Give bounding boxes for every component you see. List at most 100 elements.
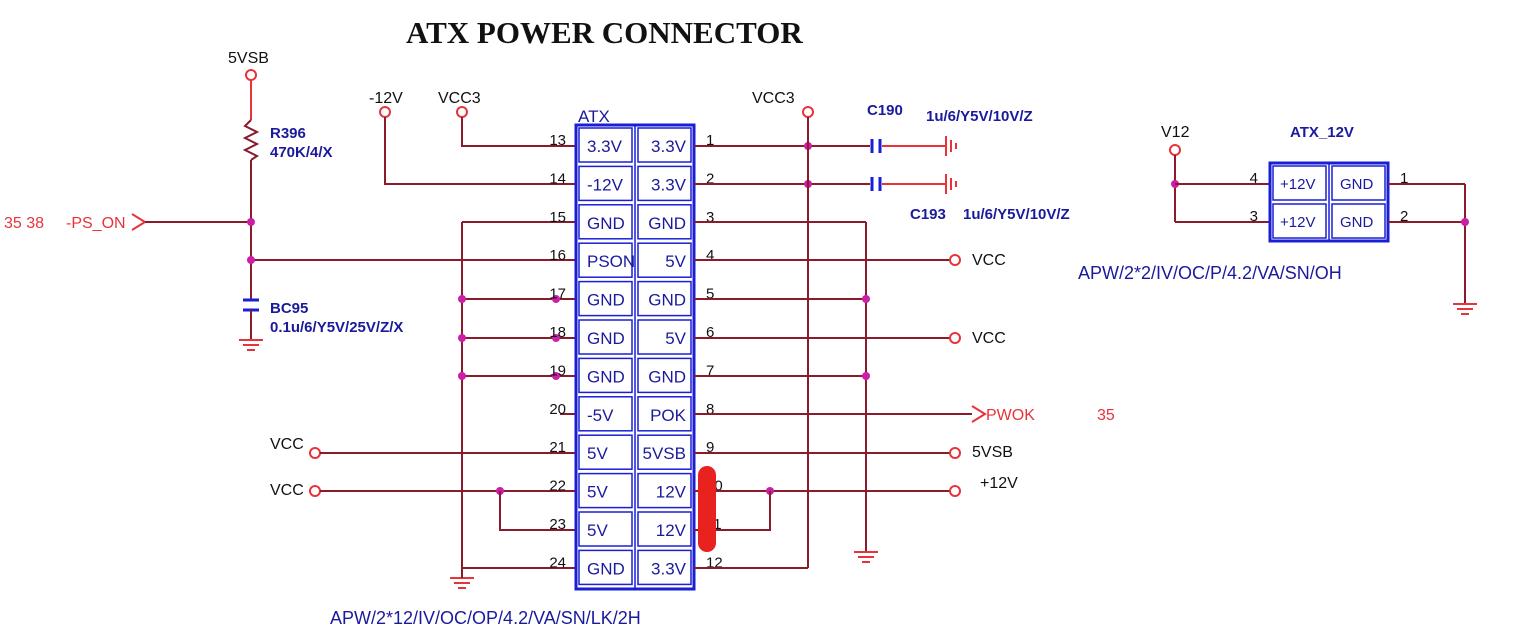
r396-value: 470K/4/X bbox=[270, 144, 333, 161]
pin-label: GND bbox=[648, 367, 686, 386]
pin-label: POK bbox=[650, 406, 687, 425]
pin-number: 19 bbox=[549, 362, 566, 379]
net-5vsb-top: 5VSB bbox=[228, 50, 269, 67]
pwok-offpage-arrow bbox=[971, 405, 987, 423]
pin-number: 2 bbox=[1400, 208, 1408, 225]
pin-label: PSON bbox=[587, 252, 635, 271]
pin-cell-right bbox=[637, 549, 692, 586]
pin-cell-left bbox=[578, 319, 633, 355]
pin-cell-left bbox=[578, 434, 633, 470]
pin-label: 3.3V bbox=[587, 137, 623, 156]
pin-cell-left bbox=[578, 204, 633, 240]
pin-label: GND bbox=[1340, 176, 1374, 193]
pin-cell-right bbox=[637, 165, 692, 202]
pin-cell-left bbox=[578, 396, 633, 432]
pin-number: 13 bbox=[549, 132, 566, 149]
power-terminal-vcc-4 bbox=[949, 254, 961, 266]
net-vcc-22: VCC bbox=[270, 482, 304, 499]
net-vcc3-a: VCC3 bbox=[438, 90, 481, 107]
aux-connector-part: APW/2*2/IV/OC/P/4.2/VA/SN/OH bbox=[1078, 263, 1342, 283]
pin-label: 5V bbox=[665, 252, 686, 271]
c190-ref: C190 bbox=[867, 102, 903, 119]
pin-number: 3 bbox=[1250, 208, 1258, 225]
net-ps-on: -PS_ON bbox=[66, 215, 126, 232]
net-v12: V12 bbox=[1161, 124, 1190, 141]
pin-cell-left bbox=[578, 127, 633, 163]
power-terminal-plus12v bbox=[949, 485, 961, 497]
pin-number: 4 bbox=[1250, 170, 1258, 187]
ps-on-page-ref: 35 38 bbox=[4, 215, 44, 232]
pin-label: -12V bbox=[587, 175, 624, 194]
pin-number: 21 bbox=[549, 439, 566, 456]
pin-number: 3 bbox=[706, 209, 714, 226]
c190-value: 1u/6/Y5V/10V/Z bbox=[926, 108, 1033, 125]
pin-label: 5V bbox=[587, 521, 608, 540]
pin-cell-left bbox=[578, 165, 633, 202]
pin-number: 16 bbox=[549, 247, 566, 264]
pin-label: GND bbox=[587, 291, 625, 310]
pin-number: 20 bbox=[549, 401, 566, 418]
pin-number: 15 bbox=[549, 209, 566, 226]
pin-label: +12V bbox=[1280, 176, 1315, 193]
pin-cell-right bbox=[637, 242, 692, 278]
ps-on-offpage-arrow bbox=[131, 213, 147, 231]
bc95-value: 0.1u/6/Y5V/25V/Z/X bbox=[270, 319, 403, 336]
pin-cell-right bbox=[637, 204, 692, 240]
pin-label: 3.3V bbox=[651, 175, 687, 194]
aux-connector-ref: ATX_12V bbox=[1290, 124, 1354, 141]
pin-label: 5V bbox=[587, 483, 608, 502]
pin-number: 1 bbox=[706, 132, 714, 149]
net-vcc-6: VCC bbox=[972, 330, 1006, 347]
pin-cell-right bbox=[637, 396, 692, 432]
pin-number: 17 bbox=[549, 286, 566, 303]
main-connector-cells: 3.3V13-12V14GND15PSON16GND17GND18GND19-5… bbox=[549, 127, 723, 586]
pin-label: +12V bbox=[1280, 214, 1315, 231]
pin-cell-right bbox=[637, 280, 692, 317]
aux-pin-cell-left bbox=[1272, 203, 1327, 239]
pin-cell-left bbox=[578, 280, 633, 317]
pin-number: 23 bbox=[549, 516, 566, 533]
pin-label: 5VSB bbox=[643, 444, 686, 463]
pwok-page-ref: 35 bbox=[1097, 407, 1115, 424]
c193-ref: C193 bbox=[910, 206, 946, 223]
pin-label: -5V bbox=[587, 406, 614, 425]
aux-pin-cell-right bbox=[1331, 203, 1386, 239]
pin-cell-left bbox=[578, 242, 633, 278]
pin-number: 22 bbox=[549, 478, 566, 495]
main-connector-part: APW/2*12/IV/OC/OP/4.2/VA/SN/LK/2H bbox=[330, 608, 641, 628]
pin-cell-right bbox=[637, 357, 692, 394]
main-connector-ref: ATX bbox=[578, 107, 610, 126]
pin-label: GND bbox=[587, 214, 625, 233]
power-terminal-vcc-6 bbox=[949, 332, 961, 344]
pin-label: 12V bbox=[656, 521, 687, 540]
r396-ref: R396 bbox=[270, 125, 306, 142]
pin-label: 3.3V bbox=[651, 559, 687, 578]
pin-label: 3.3V bbox=[651, 137, 687, 156]
net-vcc3-b: VCC3 bbox=[752, 90, 795, 107]
pin-label: 12V bbox=[656, 483, 687, 502]
pin-number: 8 bbox=[706, 401, 714, 418]
pin-number: 14 bbox=[549, 170, 566, 187]
pin-cell-left bbox=[578, 357, 633, 394]
pin-cell-left bbox=[578, 549, 633, 586]
power-terminal-vcc3-a bbox=[456, 106, 468, 118]
pin-number: 24 bbox=[549, 554, 566, 571]
pin-label: GND bbox=[587, 367, 625, 386]
pin-label: 5V bbox=[587, 444, 608, 463]
bc95-ref: BC95 bbox=[270, 300, 308, 317]
power-terminal-v12 bbox=[1169, 144, 1181, 156]
pin-label: GND bbox=[587, 329, 625, 348]
net-neg12v: -12V bbox=[369, 90, 403, 107]
pin-cell-right bbox=[637, 511, 692, 547]
highlight-marker bbox=[698, 466, 716, 552]
pin-number: 4 bbox=[706, 247, 714, 264]
pin-label: GND bbox=[648, 291, 686, 310]
aux-pin-cell-left bbox=[1272, 165, 1327, 201]
pin-number: 2 bbox=[706, 170, 714, 187]
power-terminal-neg12v bbox=[379, 106, 391, 118]
pin-cell-right bbox=[637, 127, 692, 163]
pin-label: GND bbox=[648, 214, 686, 233]
pin-label: 5V bbox=[665, 329, 686, 348]
